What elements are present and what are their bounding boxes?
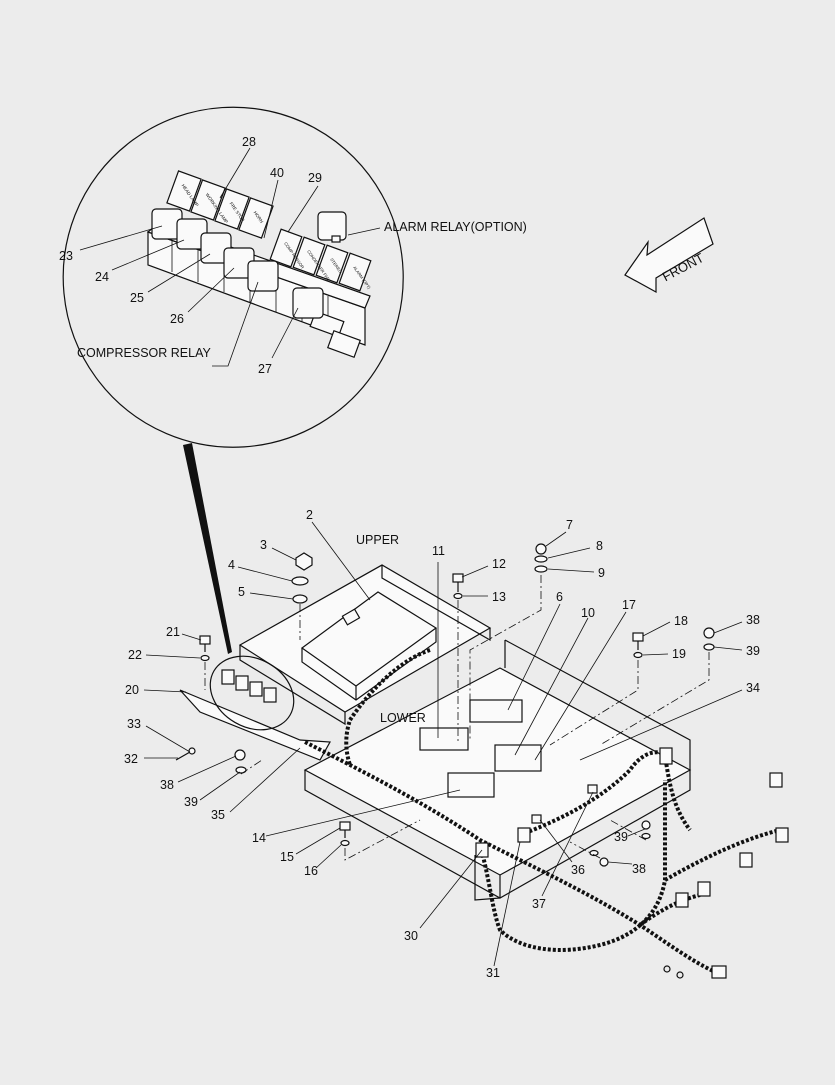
callout-38-left: 38 xyxy=(160,778,174,792)
callout-38-bottom: 38 xyxy=(632,862,646,876)
callout-9: 9 xyxy=(598,566,605,580)
callout-2: 2 xyxy=(306,508,313,522)
callout-28: 28 xyxy=(242,135,256,149)
label-upper: UPPER xyxy=(356,533,399,547)
callout-3: 3 xyxy=(260,538,267,552)
callout-37: 37 xyxy=(532,897,546,911)
callout-12: 12 xyxy=(492,557,506,571)
front-arrow: FRONT xyxy=(624,217,714,294)
callout-36: 36 xyxy=(571,863,585,877)
callout-17: 17 xyxy=(622,598,636,612)
callout-39-top: 39 xyxy=(746,644,760,658)
callout-6: 6 xyxy=(556,590,563,604)
callout-31: 31 xyxy=(486,966,500,980)
module-6 xyxy=(469,699,523,723)
callout-21: 21 xyxy=(166,625,180,639)
relays xyxy=(151,208,347,319)
main-leaders xyxy=(143,521,743,967)
callout-35: 35 xyxy=(211,808,225,822)
callout-26: 26 xyxy=(170,312,184,326)
callout-38-top: 38 xyxy=(746,613,760,627)
tag-horn: HORN xyxy=(253,210,265,224)
callout-29: 29 xyxy=(308,171,322,185)
callout-7: 7 xyxy=(566,518,573,532)
callout-8: 8 xyxy=(596,539,603,553)
main-assembly xyxy=(143,521,789,979)
callout-22: 22 xyxy=(128,648,142,662)
callout-30: 30 xyxy=(404,929,418,943)
callout-34: 34 xyxy=(746,681,760,695)
callout-18: 18 xyxy=(674,614,688,628)
callout-39-bottom: 39 xyxy=(614,830,628,844)
callout-11: 11 xyxy=(432,544,445,558)
relay-compressor xyxy=(247,260,279,292)
callout-24: 24 xyxy=(95,270,109,284)
assembly-lines xyxy=(204,575,710,861)
callout-23: 23 xyxy=(59,249,73,263)
main-harness xyxy=(304,740,716,974)
relay-detail-view: HEAD LAMP WORKING LAMP FRE STOP HORN COM… xyxy=(62,106,404,654)
label-compressor-relay: COMPRESSOR RELAY xyxy=(77,346,211,360)
label-alarm-relay: ALARM RELAY(OPTION) xyxy=(384,220,527,234)
fuse-tags-right: COMP RESSOR CONDENSER FAN STEREO ALARM (… xyxy=(269,228,372,292)
label-lower: LOWER xyxy=(380,711,426,725)
callout-33: 33 xyxy=(127,717,141,731)
fasteners xyxy=(175,543,715,867)
relay-27 xyxy=(292,287,324,319)
callout-16: 16 xyxy=(304,864,318,878)
module-14 xyxy=(447,772,495,798)
callout-5: 5 xyxy=(238,585,245,599)
callout-39-left: 39 xyxy=(184,795,198,809)
module-11 xyxy=(419,727,469,751)
callout-27: 27 xyxy=(258,362,272,376)
detail-leaders xyxy=(79,147,381,367)
callout-13: 13 xyxy=(492,590,506,604)
fuse-tags-left: HEAD LAMP WORKING LAMP FRE STOP HORN xyxy=(166,170,274,239)
callout-4: 4 xyxy=(228,558,235,572)
callout-20: 20 xyxy=(125,683,139,697)
detail-pointer xyxy=(183,443,232,654)
callout-25: 25 xyxy=(130,291,144,305)
callout-10: 10 xyxy=(581,606,595,620)
callout-19: 19 xyxy=(672,647,686,661)
text-labels: UPPER LOWER ALARM RELAY(OPTION) COMPRESS… xyxy=(77,220,527,725)
callout-14: 14 xyxy=(252,831,266,845)
callout-15: 15 xyxy=(280,850,294,864)
callout-32: 32 xyxy=(124,752,138,766)
callout-40: 40 xyxy=(270,166,284,180)
detail-circle xyxy=(62,106,404,448)
callout-numbers: 28 40 29 23 24 25 26 27 2 3 4 5 7 8 9 11… xyxy=(59,135,760,980)
